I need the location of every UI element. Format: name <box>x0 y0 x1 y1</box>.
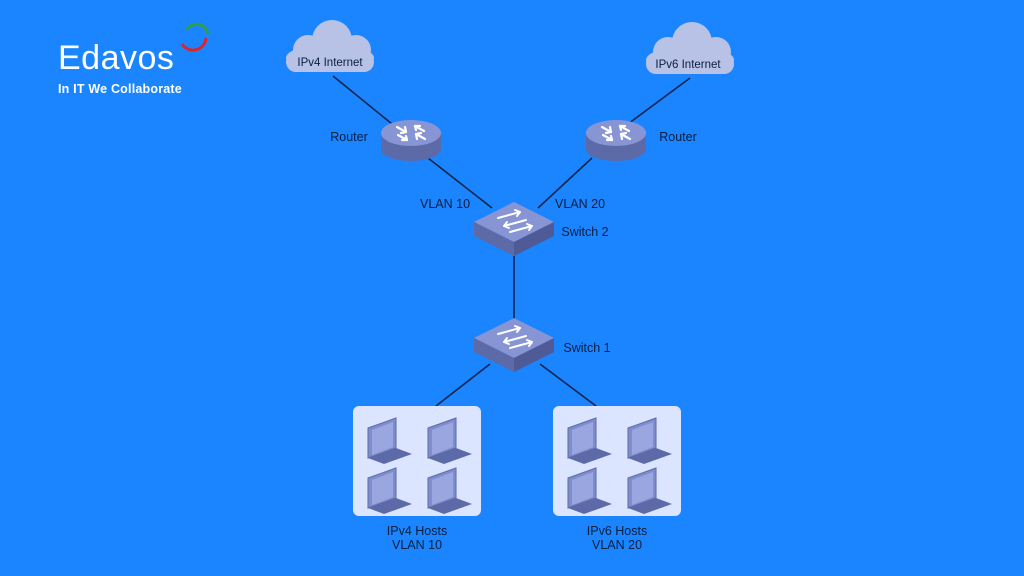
brand-logo: Edavos In IT We Collaborate <box>58 22 210 96</box>
ipv6-internet-cloud[interactable]: IPv6 Internet <box>646 22 734 74</box>
ipv4-hosts-label: IPv4 Hosts <box>387 524 447 538</box>
logo-swoosh-icon <box>180 22 210 52</box>
ipv4-hosts-group[interactable] <box>353 406 481 516</box>
link-switch1-ipv4-hosts <box>435 363 491 407</box>
links <box>332 75 691 407</box>
ipv4-hosts-vlan-label: VLAN 10 <box>392 538 442 552</box>
ipv6-hosts-vlan-label: VLAN 20 <box>592 538 642 552</box>
router-icon <box>584 118 648 163</box>
ipv4-internet-cloud[interactable]: IPv4 Internet <box>286 20 374 72</box>
switch-1[interactable] <box>473 317 555 373</box>
switch-icon <box>473 317 555 373</box>
link-ipv4-router <box>332 75 393 125</box>
switch-2[interactable] <box>473 201 555 257</box>
switch-2-label: Switch 2 <box>561 225 608 239</box>
router-icon <box>379 118 443 163</box>
ipv4-internet-label: IPv4 Internet <box>297 57 363 69</box>
router-right-label: Router <box>659 130 697 144</box>
router-right[interactable] <box>584 118 648 163</box>
link-router-switch2-vlan20 <box>537 157 593 209</box>
vlan10-link-label: VLAN 10 <box>420 197 470 211</box>
vlan20-link-label: VLAN 20 <box>555 197 605 211</box>
brand-name: Edavos <box>58 39 175 77</box>
switch-1-label: Switch 1 <box>563 341 610 355</box>
link-ipv6-router <box>627 77 691 125</box>
router-left[interactable] <box>379 118 443 163</box>
ipv6-hosts-group[interactable] <box>553 406 681 516</box>
router-left-label: Router <box>330 130 368 144</box>
switch-icon <box>473 201 555 257</box>
link-router-switch2-vlan10 <box>427 157 493 209</box>
ipv6-internet-label: IPv6 Internet <box>655 59 721 71</box>
ipv6-hosts-label: IPv6 Hosts <box>587 524 647 538</box>
link-switch1-ipv6-hosts <box>539 363 597 407</box>
brand-tagline: In IT We Collaborate <box>58 82 182 96</box>
